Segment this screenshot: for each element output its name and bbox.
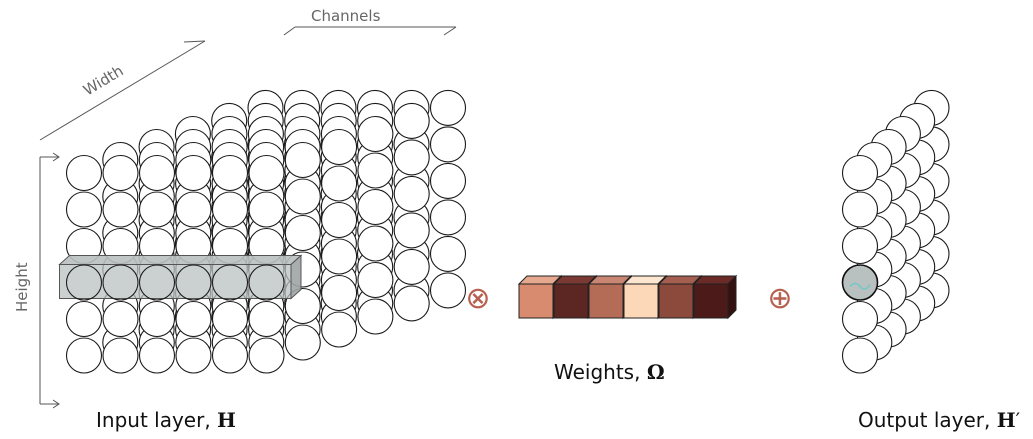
input-neuron bbox=[357, 261, 394, 299]
input-neuron bbox=[357, 225, 394, 262]
input-layer-symbol: H bbox=[217, 408, 236, 432]
input-neuron bbox=[321, 201, 358, 239]
output-layer-sheet bbox=[841, 89, 950, 374]
output-layer-symbol: H bbox=[996, 408, 1016, 432]
input-neuron bbox=[138, 300, 176, 338]
input-neuron bbox=[393, 248, 430, 285]
input-neuron bbox=[65, 300, 103, 338]
input-layer-caption: Input layer, H bbox=[96, 408, 236, 432]
channels-arrowhead bbox=[443, 26, 457, 36]
input-neuron bbox=[429, 162, 467, 199]
output-layer-text: Output layer, bbox=[858, 408, 997, 432]
input-neuron bbox=[393, 102, 430, 139]
weights-caption: Weights, Ω bbox=[554, 360, 665, 384]
input-neuron bbox=[211, 337, 249, 374]
input-neuron bbox=[138, 337, 176, 374]
input-neuron bbox=[321, 238, 358, 275]
input-neuron bbox=[248, 191, 285, 228]
input-neuron bbox=[393, 212, 430, 249]
highlighted-neuron bbox=[66, 264, 102, 301]
width-arrow bbox=[39, 40, 206, 141]
highlighted-neuron bbox=[248, 264, 285, 301]
weights-vector bbox=[517, 274, 738, 320]
input-neuron bbox=[429, 199, 467, 236]
input-neuron bbox=[284, 214, 321, 252]
output-layer-caption: Output layer, H′ bbox=[858, 408, 1020, 432]
output-neuron bbox=[841, 337, 879, 374]
output-neuron bbox=[841, 227, 879, 265]
input-neuron bbox=[65, 154, 103, 192]
input-neuron bbox=[357, 298, 394, 335]
input-neuron bbox=[102, 337, 139, 374]
axis-arrows bbox=[39, 26, 457, 409]
input-neuron bbox=[357, 188, 394, 226]
input-neuron bbox=[321, 165, 358, 202]
input-layer-cube bbox=[58, 89, 467, 374]
input-neuron bbox=[393, 285, 430, 322]
input-neuron bbox=[138, 191, 176, 228]
input-neuron bbox=[138, 154, 176, 192]
output-neuron bbox=[841, 154, 879, 192]
input-neuron bbox=[429, 235, 467, 272]
input-neuron bbox=[248, 337, 285, 374]
input-neuron bbox=[429, 89, 467, 126]
multiply-operator: ⊗ bbox=[465, 281, 490, 316]
highlighted-neuron bbox=[212, 264, 248, 301]
output-layer-prime: ′ bbox=[1015, 408, 1021, 432]
input-neuron bbox=[393, 175, 430, 212]
input-neuron bbox=[284, 287, 321, 325]
output-highlighted-neuron bbox=[841, 264, 879, 301]
weights-text: Weights, bbox=[554, 360, 647, 384]
input-neuron bbox=[321, 128, 358, 166]
input-neuron bbox=[102, 300, 139, 338]
height-label: Height bbox=[13, 262, 31, 312]
channels-label: Channels bbox=[311, 7, 381, 25]
highlight-slab-front bbox=[59, 264, 292, 299]
input-neuron bbox=[321, 274, 358, 312]
input-neuron bbox=[284, 141, 321, 179]
input-neuron bbox=[429, 272, 467, 309]
input-neuron bbox=[357, 152, 394, 189]
highlighted-neuron bbox=[102, 264, 139, 301]
weights-symbol: Ω bbox=[646, 360, 665, 384]
input-neuron bbox=[211, 191, 249, 228]
input-neuron bbox=[65, 191, 103, 228]
input-neuron bbox=[248, 154, 285, 192]
input-neuron bbox=[175, 154, 212, 192]
input-neuron bbox=[211, 300, 249, 338]
input-layer-text: Input layer, bbox=[96, 408, 218, 432]
input-neuron bbox=[102, 154, 139, 192]
input-neuron bbox=[175, 300, 212, 338]
input-neuron bbox=[175, 337, 212, 374]
input-neuron bbox=[393, 139, 430, 176]
input-neuron bbox=[357, 115, 394, 153]
input-neuron bbox=[248, 300, 285, 338]
output-neuron bbox=[841, 191, 879, 228]
add-operator: ⊕ bbox=[767, 281, 792, 316]
input-neuron bbox=[284, 324, 321, 361]
highlighted-neuron bbox=[139, 264, 175, 301]
input-neuron bbox=[211, 154, 249, 192]
weight-cell bbox=[692, 274, 738, 320]
highlight-slab-top bbox=[58, 255, 303, 265]
input-neuron bbox=[175, 191, 212, 228]
input-neuron bbox=[284, 178, 321, 215]
input-neuron bbox=[65, 337, 103, 374]
output-neuron bbox=[841, 300, 879, 338]
input-neuron bbox=[102, 191, 139, 228]
highlighted-neuron bbox=[175, 264, 212, 301]
output-activation-mark bbox=[849, 282, 871, 290]
input-neuron bbox=[429, 126, 467, 163]
width-arrowhead bbox=[183, 40, 206, 43]
input-neuron bbox=[321, 311, 358, 348]
